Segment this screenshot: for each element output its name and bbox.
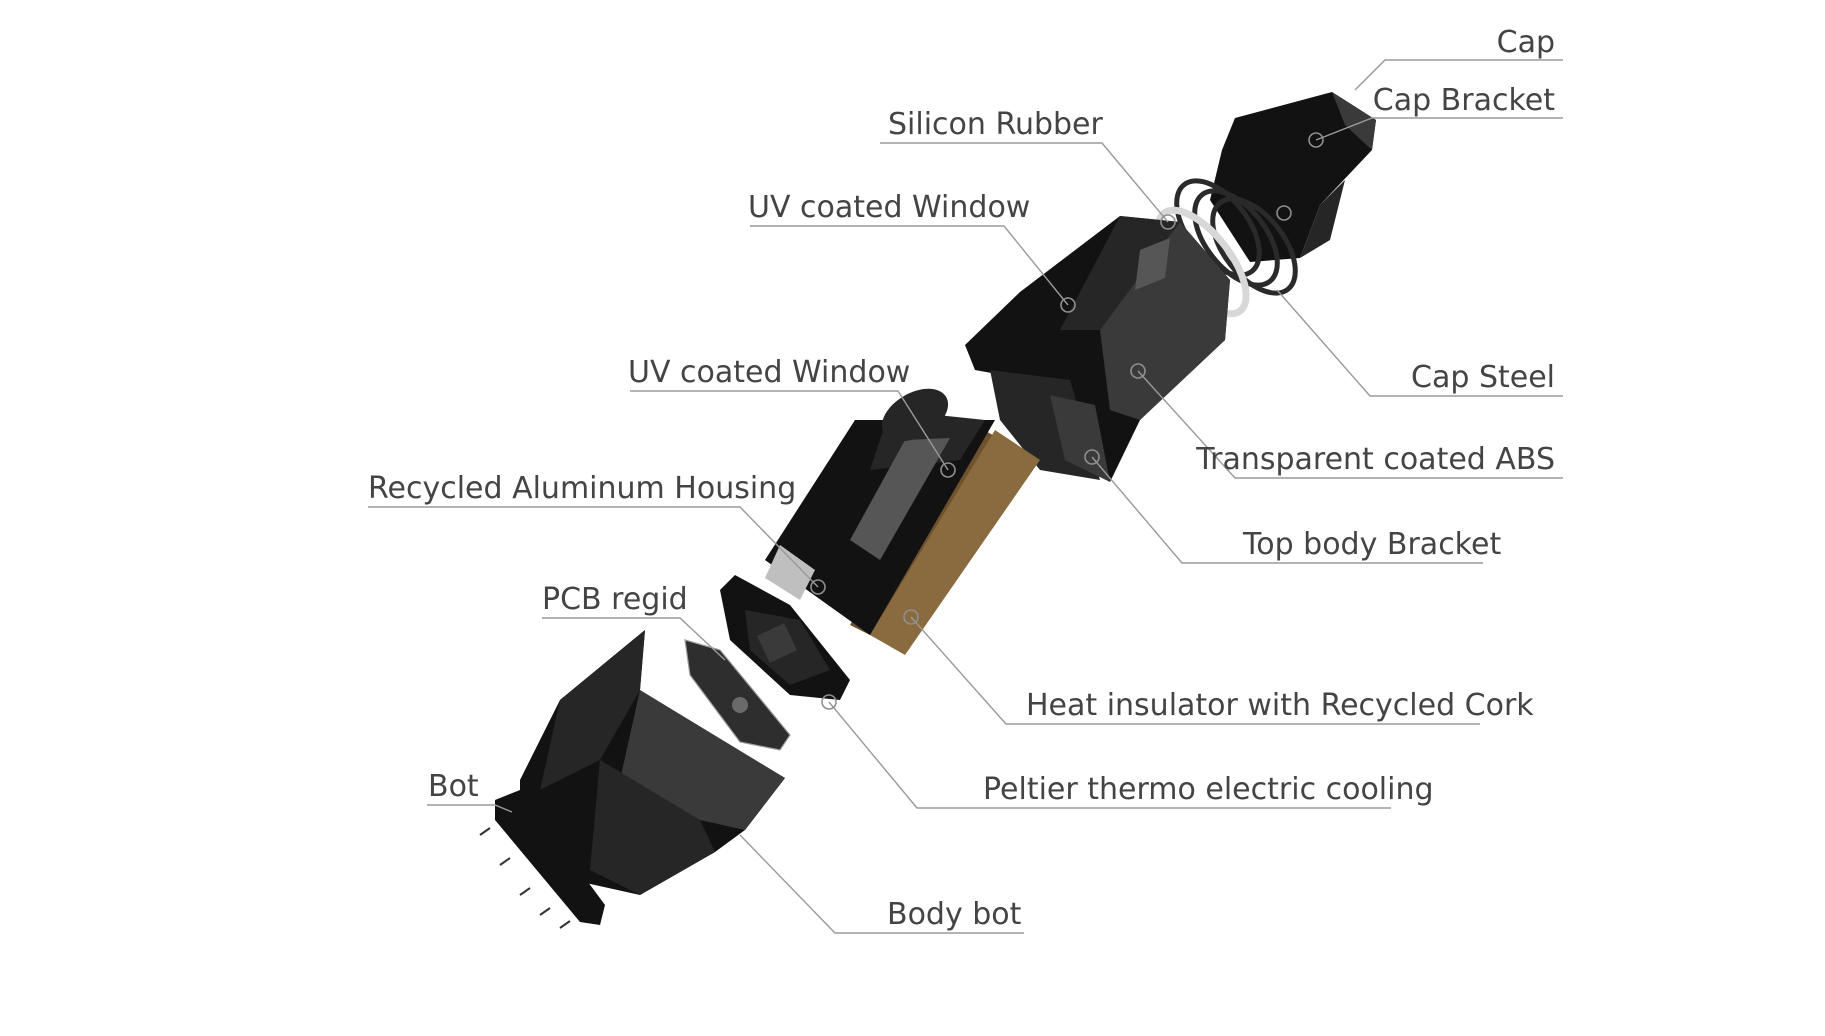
leader-pcb-regid	[542, 617, 726, 661]
dot-transparent-abs	[1130, 363, 1146, 379]
leader-transparent-abs	[1137, 370, 1563, 479]
label-body-bot: Body bot	[887, 897, 1022, 932]
label-silicon-rubber: Silicon Rubber	[888, 107, 1104, 142]
dot-top-body-bracket	[1084, 449, 1100, 465]
labels: Cap Cap Bracket Silicon Rubber UV coated…	[368, 25, 1555, 932]
pcb-part	[684, 639, 791, 751]
leader-bot	[427, 804, 513, 813]
dot-cap-steel-spring	[1276, 205, 1292, 221]
dot-uv-window-upper	[1060, 297, 1076, 313]
label-uv-window-lower: UV coated Window	[628, 355, 910, 390]
label-heat-insulator: Heat insulator with Recycled Cork	[1026, 688, 1534, 723]
leader-cap-steel	[1276, 289, 1563, 397]
leader-uv-window-lower	[630, 390, 949, 471]
cap-bracket-part	[1210, 92, 1376, 262]
body-bot-part	[520, 630, 785, 895]
dot-peltier	[821, 694, 837, 710]
leader-top-body-bracket	[1091, 456, 1483, 564]
label-recycled-aluminum: Recycled Aluminum Housing	[368, 471, 796, 506]
leader-cap-bracket	[1315, 117, 1563, 141]
bot-plate-part	[479, 790, 605, 929]
leader-heat-insulator	[910, 616, 1480, 725]
leader-body-bot	[739, 834, 1024, 934]
leader-peltier	[828, 701, 1391, 809]
label-cap: Cap	[1497, 25, 1555, 60]
leader-aluminum-housing	[368, 506, 819, 588]
dot-silicon-rubber	[1160, 214, 1176, 230]
leader-cap	[1354, 59, 1563, 91]
callout-dots	[810, 132, 1324, 710]
dot-aluminum-housing	[810, 579, 826, 595]
label-cap-bracket: Cap Bracket	[1373, 83, 1555, 118]
label-uv-window-upper: UV coated Window	[748, 190, 1030, 225]
leader-uv-window-upper	[750, 225, 1069, 306]
label-cap-steel: Cap Steel	[1411, 360, 1555, 395]
label-top-body-bracket: Top body Bracket	[1242, 527, 1501, 562]
dot-heat-insulator	[903, 609, 919, 625]
label-pcb-regid: PCB regid	[542, 582, 688, 617]
dot-cap-bracket	[1308, 132, 1324, 148]
label-bot: Bot	[428, 769, 479, 804]
label-peltier: Peltier thermo electric cooling	[983, 772, 1434, 807]
aluminum-housing-part	[765, 388, 1040, 655]
leader-silicon-rubber	[880, 142, 1169, 223]
peltier-plate-part	[720, 575, 850, 700]
label-transparent-abs: Transparent coated ABS	[1195, 442, 1555, 477]
leader-lines	[368, 59, 1563, 934]
dot-uv-window-lower	[940, 462, 956, 478]
top-body-part	[965, 216, 1230, 482]
